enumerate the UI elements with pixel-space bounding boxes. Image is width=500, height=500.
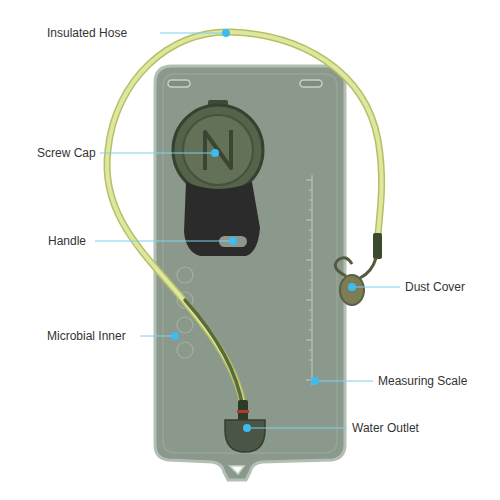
water-outlet xyxy=(225,420,265,452)
outlet-ring xyxy=(237,410,249,413)
part-label: Microbial Inner xyxy=(45,329,128,343)
bladder-inner-seam xyxy=(163,74,337,453)
leader-dots xyxy=(171,29,356,432)
cap-grip-mark xyxy=(205,130,231,170)
insulated-hose xyxy=(107,32,382,405)
part-label: Handle xyxy=(46,234,88,248)
outlet-nozzle xyxy=(238,400,248,422)
valve-stem xyxy=(373,233,382,259)
screw-cap-inner xyxy=(183,115,253,185)
part-label: Dust Cover xyxy=(403,280,467,294)
handle-shape xyxy=(184,182,260,256)
hanging-slot xyxy=(168,80,190,87)
hose-outline xyxy=(107,32,382,405)
part-label: Water Outlet xyxy=(350,421,421,435)
bladder-body xyxy=(155,66,345,480)
measuring-scale xyxy=(306,175,312,385)
part-label: Screw Cap xyxy=(35,146,98,160)
hanging-slot xyxy=(300,80,322,87)
dust-cover xyxy=(340,275,364,305)
screw-cap xyxy=(173,105,263,195)
leader-lines xyxy=(95,33,400,428)
part-label: Insulated Hose xyxy=(45,26,129,40)
bottom-tab-hole xyxy=(230,466,244,474)
part-label: Measuring Scale xyxy=(376,374,469,388)
inner-tube xyxy=(185,300,243,408)
